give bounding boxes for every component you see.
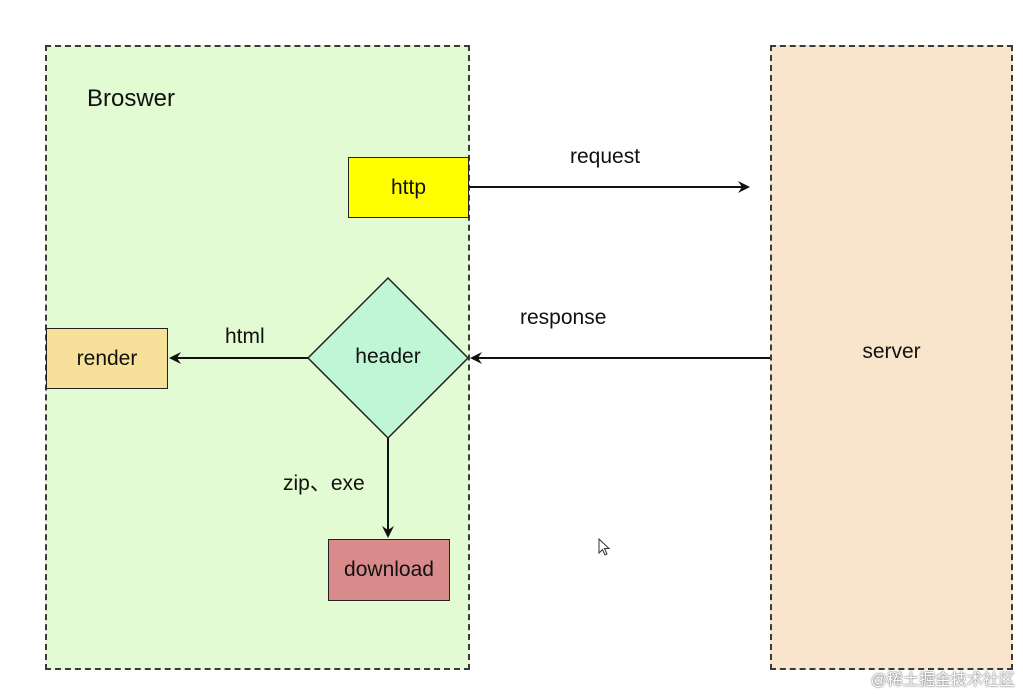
download-node: download (328, 539, 450, 601)
watermark: @稀土掘金技术社区 (870, 672, 1015, 689)
http-node: http (348, 157, 469, 218)
request-label: request (570, 145, 641, 168)
mouse-cursor-icon (598, 538, 611, 556)
server-label: server (862, 340, 921, 363)
header-decision-node (306, 276, 470, 440)
render-node-label: render (76, 346, 138, 370)
server-region (770, 45, 1013, 670)
browser-title: Broswer (87, 85, 176, 112)
http-node-label: http (390, 175, 427, 199)
html-label: html (225, 325, 265, 348)
response-label: response (520, 306, 607, 329)
render-node: render (46, 328, 168, 389)
header-node-label: header (355, 345, 421, 368)
download-node-label: download (344, 558, 434, 581)
zip-exe-label: zip、exe (283, 472, 365, 495)
